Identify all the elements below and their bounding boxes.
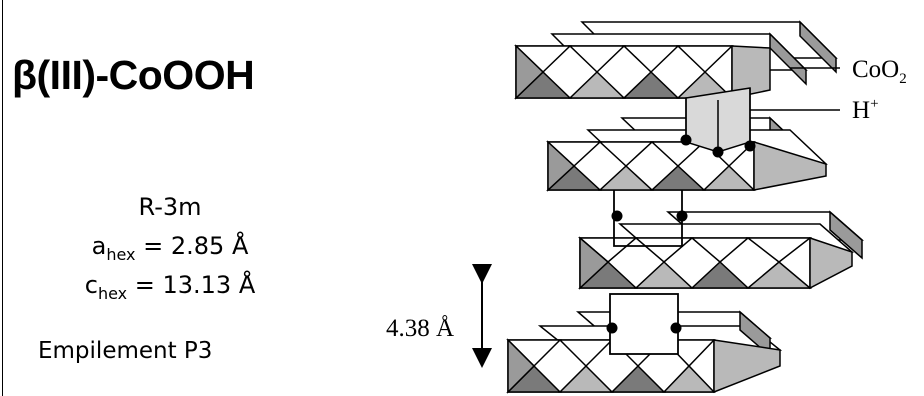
proton-label: H+ — [852, 96, 879, 124]
proton-dot — [744, 140, 756, 152]
left-border-line — [2, 0, 3, 396]
distance-label: 4.38 Å — [386, 315, 454, 342]
coo2-layer-1 — [514, 20, 838, 100]
proton-dot — [712, 146, 724, 158]
c-hex-parameter: chex = 13.13 Å — [84, 271, 256, 303]
proton-dot — [611, 210, 623, 222]
proton-dot — [680, 134, 692, 146]
proton-dot — [670, 322, 682, 334]
proton-dot — [606, 322, 618, 334]
space-group: R-3m — [138, 193, 202, 221]
proton-dot — [676, 210, 688, 222]
crystal-parameters: R-3m ahex = 2.85 Å chex = 13.13 Å — [40, 188, 300, 305]
a-hex-parameter: ahex = 2.85 Å — [91, 232, 249, 264]
stacking-type: Empilement P3 — [38, 338, 213, 364]
coo2-layer-3 — [577, 210, 864, 290]
proton-markers — [606, 134, 756, 334]
interlayer-prism-1 — [685, 87, 751, 153]
compound-title: β(III)-CoOOH — [12, 52, 255, 98]
coo2-label: CoO2 — [852, 56, 907, 87]
interlayer-prism-3 — [609, 293, 679, 355]
